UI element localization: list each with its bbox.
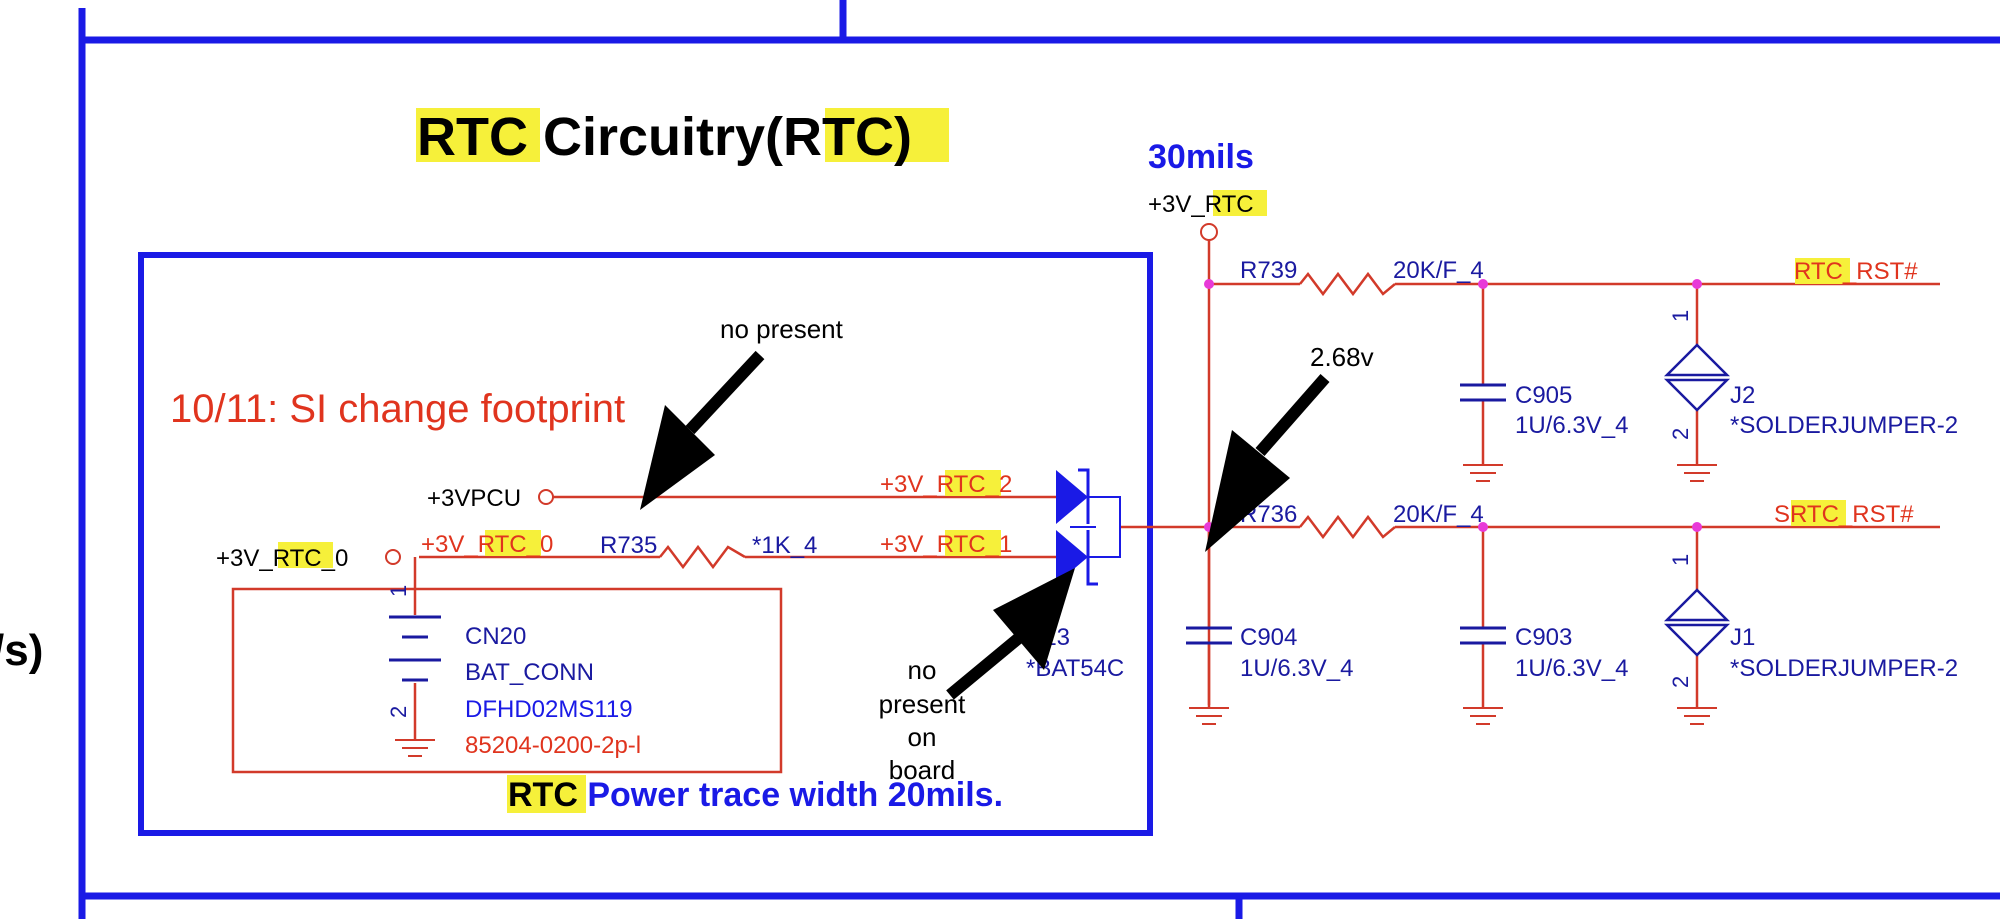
cn20-pin-numbers: 1 2 (386, 585, 411, 718)
svg-text:1: 1 (386, 585, 411, 597)
svg-text:RTC Power trace width 20mils.: RTC Power trace width 20mils. (508, 776, 1003, 814)
annotation-no-present-top: no present (720, 314, 844, 344)
r739-labels: R739 20K/F_4 (1240, 257, 1484, 284)
annotation-voltage: 2.68v (1310, 342, 1374, 372)
svg-text:C904: C904 (1240, 624, 1297, 651)
svg-text:+3V_RTC_1: +3V_RTC_1 (880, 531, 1012, 558)
svg-text:*1K_4: *1K_4 (752, 532, 817, 559)
svg-text:board: board (889, 755, 956, 785)
svg-text:+3V_RTC_2: +3V_RTC_2 (880, 471, 1012, 498)
c905-labels: C905 1U/6.3V_4 (1515, 382, 1628, 439)
svg-text:C903: C903 (1515, 624, 1572, 651)
solder-jumper-j1 (1663, 588, 1731, 657)
svg-text:85204-0200-2p-l: 85204-0200-2p-l (465, 732, 641, 759)
svg-text:+3V_RTC_0: +3V_RTC_0 (421, 531, 553, 558)
svg-text:R735: R735 (600, 532, 657, 559)
power-port-3v-rtc (1200, 223, 1218, 241)
capacitor-c903 (1460, 626, 1506, 645)
j1-labels: J1 *SOLDERJUMPER-2 (1730, 624, 1958, 682)
svg-text:1U/6.3V_4: 1U/6.3V_4 (1515, 412, 1628, 439)
r735-labels: R735 *1K_4 (600, 532, 817, 559)
arrow-voltage-icon (1205, 374, 1330, 552)
net-label-3vpcu: +3VPCU (427, 485, 521, 512)
gnd-j2-icon (1676, 464, 1718, 482)
sheet-frame (78, 0, 2000, 919)
cn20-outline (231, 587, 783, 774)
gnd-cn20-icon (394, 739, 436, 757)
svg-text:1: 1 (1668, 310, 1693, 322)
gnd-c904-icon (1188, 707, 1230, 725)
gnd-j1-icon (1676, 707, 1718, 725)
power-port-3vpcu (538, 489, 554, 505)
net-label-3v-rtc-2: +3V_RTC_2 (880, 470, 1012, 498)
r736-labels: R736 20K/F_4 (1240, 501, 1484, 528)
svg-text:present: present (879, 689, 966, 719)
wires (413, 240, 1940, 740)
svg-text:+3V_RTC: +3V_RTC (1148, 191, 1254, 218)
net-label-rtc-rst: RTC_RST# (1794, 258, 1918, 285)
svg-text:*SOLDERJUMPER-2: *SOLDERJUMPER-2 (1730, 412, 1958, 439)
svg-text:BAT_CONN: BAT_CONN (465, 659, 594, 686)
power-port-3v-rtc-0 (385, 549, 401, 565)
svg-text:2: 2 (1668, 428, 1693, 440)
svg-text:*SOLDERJUMPER-2: *SOLDERJUMPER-2 (1730, 655, 1958, 682)
resistor-r739 (1299, 271, 1396, 297)
svg-text:no: no (908, 655, 937, 685)
gnd-c903-icon (1462, 707, 1504, 725)
capacitor-c905 (1460, 383, 1506, 402)
svg-text:+3V_RTC_0: +3V_RTC_0 (216, 545, 348, 572)
svg-text:C905: C905 (1515, 382, 1572, 409)
junctions (1204, 279, 1702, 532)
solder-jumper-j2 (1663, 343, 1731, 412)
svg-text:RTC_RST#: RTC_RST# (1794, 258, 1918, 285)
annotation-no-present-bottom: no present on board (879, 655, 966, 785)
svg-text:J2: J2 (1730, 382, 1755, 409)
svg-text:R739: R739 (1240, 257, 1297, 284)
c904-labels: C904 1U/6.3V_4 (1240, 624, 1353, 682)
battery-cn20 (389, 615, 441, 682)
arrow-no-present-bottom-icon (946, 568, 1075, 700)
resistor-r736 (1299, 514, 1396, 540)
resistor-r735 (659, 544, 746, 570)
net-label-3v-rtc-top: +3V_RTC (1148, 190, 1267, 218)
power-trace-note: RTC Power trace width 20mils. (507, 775, 1003, 814)
net-label-3v-rtc-1: +3V_RTC_1 (880, 530, 1012, 558)
svg-text:2: 2 (1668, 676, 1693, 688)
page-title: RTC Circuitry(RTC) (416, 107, 949, 167)
arrow-no-present-top-icon (640, 350, 765, 510)
j2-labels: J2 *SOLDERJUMPER-2 (1730, 382, 1958, 439)
svg-text:SRTC_RST#: SRTC_RST# (1774, 501, 1914, 528)
net-label-srtc-rst: SRTC_RST# (1774, 500, 1914, 528)
margin-label: /s) (0, 626, 43, 675)
jumper-pin-numbers: 1 2 1 2 (1668, 310, 1693, 688)
svg-text:20K/F_4: 20K/F_4 (1393, 501, 1484, 528)
net-label-3v-rtc-0-left: +3V_RTC_0 (216, 542, 348, 572)
svg-text:J1: J1 (1730, 624, 1755, 651)
capacitor-c904 (1186, 626, 1232, 645)
c903-labels: C903 1U/6.3V_4 (1515, 624, 1628, 682)
footprint-note: 10/11: SI change footprint (170, 387, 625, 431)
svg-text:1U/6.3V_4: 1U/6.3V_4 (1515, 655, 1628, 682)
svg-text:RTC Circuitry(RTC): RTC Circuitry(RTC) (417, 107, 912, 167)
svg-text:DFHD02MS119: DFHD02MS119 (465, 696, 633, 723)
cn20-labels: CN20 BAT_CONN DFHD02MS119 85204-0200-2p-… (465, 623, 641, 759)
net-label-3v-rtc-0-wire: +3V_RTC_0 (421, 530, 553, 558)
gnd-c905-icon (1462, 464, 1504, 482)
svg-text:CN20: CN20 (465, 623, 526, 650)
svg-text:1: 1 (1668, 554, 1693, 566)
diode-d13 (1056, 468, 1121, 586)
svg-text:2: 2 (386, 706, 411, 718)
svg-text:1U/6.3V_4: 1U/6.3V_4 (1240, 655, 1353, 682)
svg-text:on: on (908, 722, 937, 752)
trace-note: 30mils (1148, 138, 1254, 176)
rtc-power-box (138, 252, 1153, 836)
svg-text:20K/F_4: 20K/F_4 (1393, 257, 1484, 284)
